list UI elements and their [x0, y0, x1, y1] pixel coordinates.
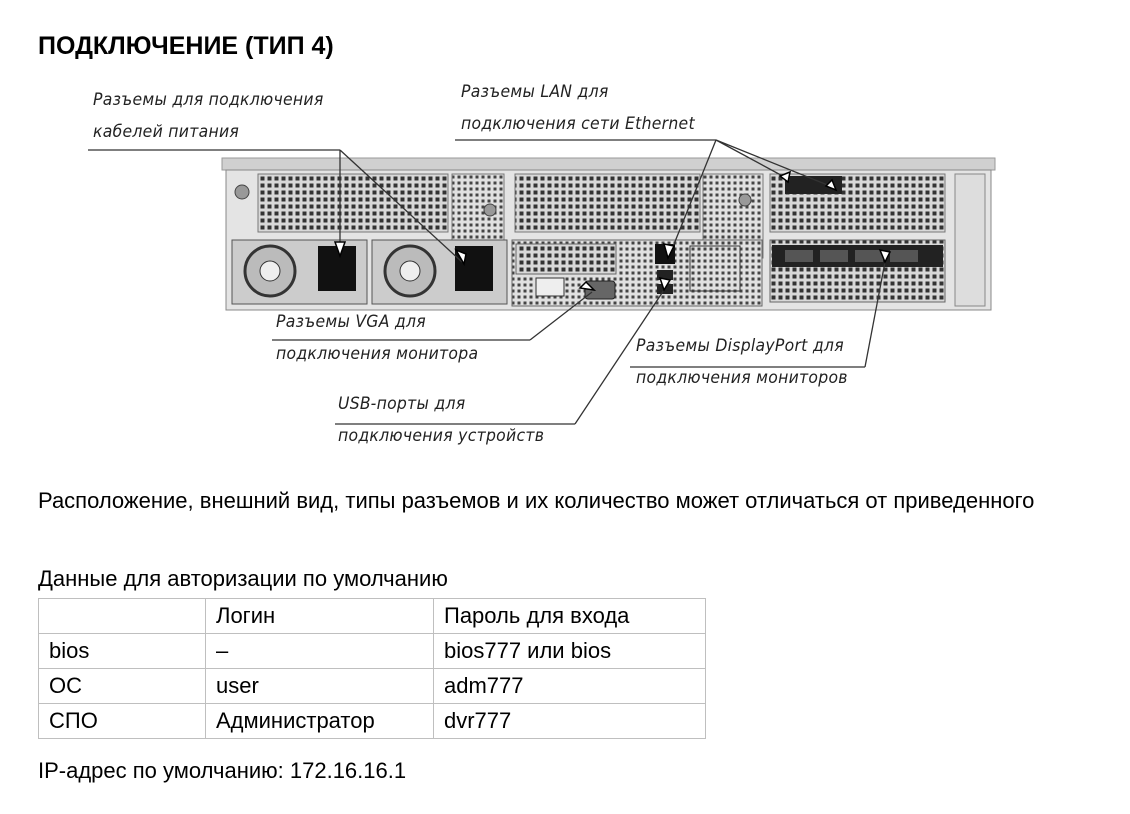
label-power-line1: Разъемы для подключения: [93, 90, 324, 110]
label-vga-line2: подключения монитора: [276, 344, 479, 364]
auth-table: Логин Пароль для входа bios – bios777 ил…: [38, 598, 706, 739]
table-row: bios – bios777 или bios: [38, 633, 706, 669]
arrow-markers: [333, 170, 892, 292]
header-cell: Пароль для входа: [433, 598, 706, 634]
default-ip: IP-адрес по умолчанию: 172.16.16.1: [38, 758, 407, 783]
table-cell: dvr777: [433, 703, 706, 739]
table-row: ОС user adm777: [38, 668, 706, 704]
table-header-row: Логин Пароль для входа: [38, 598, 706, 634]
label-power-line2: кабелей питания: [93, 122, 240, 142]
server-rear-panel-illustration: [88, 139, 996, 425]
label-lan-line1: Разъемы LAN для: [461, 82, 609, 102]
table-cell: ОС: [38, 668, 206, 704]
header-cell: Логин: [205, 598, 434, 634]
label-dp-line2: подключения мониторов: [636, 368, 848, 388]
label-usb-line2: подключения устройств: [338, 426, 545, 446]
server-rear-diagram: Разъемы для подключения кабелей питания …: [0, 70, 1130, 475]
table-cell: bios: [38, 633, 206, 669]
table-cell: СПО: [38, 703, 206, 739]
label-usb-line1: USB-порты для: [338, 394, 466, 414]
leader-lines: [88, 139, 886, 425]
header-cell: [38, 598, 206, 634]
disclaimer-note: Расположение, внешний вид, типы разъемов…: [38, 488, 1035, 513]
label-dp-line1: Разъемы DisplayPort для: [636, 336, 844, 356]
table-row: СПО Администратор dvr777: [38, 703, 706, 739]
table-cell: user: [205, 668, 434, 704]
label-vga-line1: Разъемы VGA для: [276, 312, 426, 332]
table-cell: bios777 или bios: [433, 633, 706, 669]
table-cell: –: [205, 633, 434, 669]
page-title: ПОДКЛЮЧЕНИЕ (ТИП 4): [38, 32, 334, 60]
table-cell: adm777: [433, 668, 706, 704]
table-cell: Администратор: [205, 703, 434, 739]
label-lan-line2: подключения сети Ethernet: [461, 114, 695, 134]
auth-caption: Данные для авторизации по умолчанию: [38, 566, 448, 591]
